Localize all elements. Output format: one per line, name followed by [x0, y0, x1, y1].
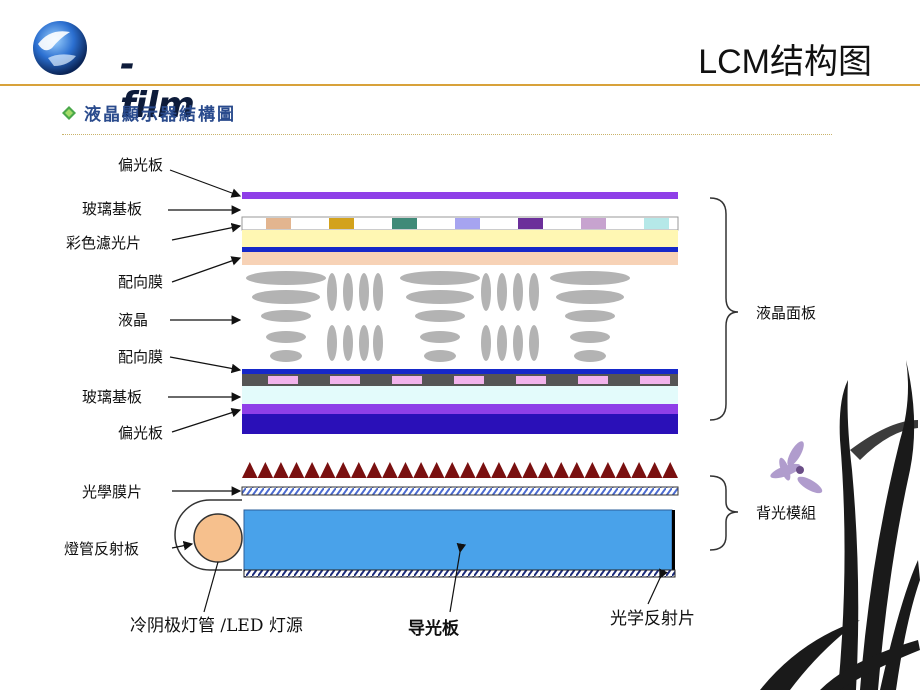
label-alignment-bottom: 配向膜 — [118, 348, 163, 366]
label-backlight: 背光模組 — [756, 504, 816, 522]
lamp-pointer-line — [203, 561, 219, 613]
light-guide-pointer-line — [449, 542, 467, 613]
tft-pad — [330, 376, 360, 384]
label-polarizer-top: 偏光板 — [118, 156, 163, 174]
bottom-electrode-layer — [242, 369, 678, 374]
logo: -film — [28, 14, 203, 126]
tft-pad — [516, 376, 546, 384]
label-polarizer-bottom: 偏光板 — [118, 424, 163, 442]
orchid-decoration — [760, 360, 920, 690]
lcd-panel-brace — [709, 197, 739, 421]
light-guide-edge — [672, 510, 675, 570]
light-guide-plate — [243, 509, 673, 571]
label-glass-top: 玻璃基板 — [82, 200, 142, 218]
backlight-brace — [709, 475, 739, 551]
flower-icon — [770, 441, 823, 494]
reflector-pointer-line — [647, 568, 668, 605]
label-optical-film: 光學膜片 — [82, 483, 142, 501]
tft-pad — [454, 376, 484, 384]
label-color-filter: 彩色濾光片 — [66, 234, 141, 252]
bottom-glass-layer — [242, 386, 678, 404]
label-glass-bottom: 玻璃基板 — [82, 388, 142, 406]
color-filter-swatch — [644, 218, 669, 229]
color-filter-layer — [241, 216, 679, 231]
bottom-polarizer-top-layer — [242, 404, 678, 414]
label-lcd-panel: 液晶面板 — [756, 304, 816, 322]
subtitle-divider — [62, 134, 832, 135]
label-arrows — [168, 169, 242, 551]
logo-text: -film — [120, 44, 195, 126]
label-reflector-sheet: 光学反射片 — [610, 609, 695, 629]
tft-layer — [242, 374, 678, 386]
prism-sheet-layer — [242, 462, 678, 478]
diagram-subtitle: 液晶顯示器結構圖 — [84, 105, 236, 125]
bottom-polarizer-layer — [242, 414, 678, 434]
header-divider — [0, 84, 920, 86]
color-filter-swatch — [329, 218, 354, 229]
optical-film-layer — [241, 486, 679, 496]
top-alignment-layer — [242, 252, 678, 265]
tft-pad — [392, 376, 422, 384]
diamond-bullet-icon — [62, 105, 76, 120]
top-electrode-layer — [242, 247, 678, 252]
label-alignment-top: 配向膜 — [118, 273, 163, 291]
color-filter-swatch — [392, 218, 417, 229]
label-lamp: 冷阴极灯管 /LED 灯源 — [130, 616, 303, 636]
liquid-crystal-molecules — [246, 271, 630, 362]
color-filter-swatch — [455, 218, 480, 229]
color-filter-swatch — [266, 218, 291, 229]
page-title: LCM结构图 — [698, 43, 872, 81]
label-light-guide: 导光板 — [408, 618, 460, 639]
subtitle-row: 液晶顯示器結構圖 — [62, 100, 236, 125]
reflector-sheet-layer — [243, 569, 676, 578]
tft-pad — [640, 376, 670, 384]
label-lamp-reflector: 燈管反射板 — [64, 540, 139, 558]
color-filter-swatch — [581, 218, 606, 229]
lamp-reflector-shape — [174, 499, 242, 571]
tft-pad — [578, 376, 608, 384]
top-glass-layer — [242, 230, 678, 247]
color-filter-swatch — [518, 218, 543, 229]
globe-icon — [33, 21, 87, 75]
tft-pad — [268, 376, 298, 384]
top-polarizer-layer — [242, 192, 678, 199]
label-liquid-crystal: 液晶 — [118, 311, 148, 329]
lamp-shape — [193, 513, 243, 563]
